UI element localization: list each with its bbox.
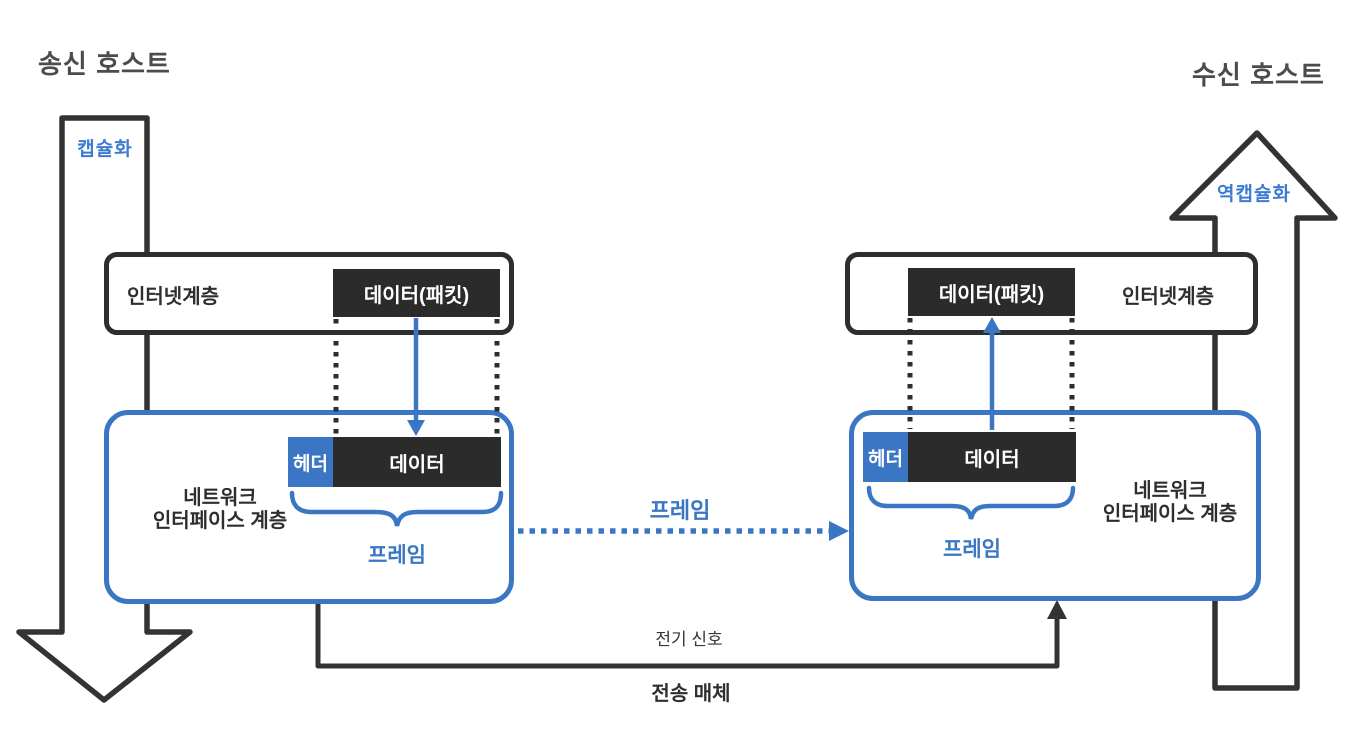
receiver-internet-layer-label: 인터넷계층	[1122, 286, 1214, 308]
sender-packet-box: 데이터(패킷)	[333, 269, 500, 317]
decapsulation-label: 역캡슐화	[1217, 184, 1291, 205]
frame-flow-label: 프레임	[649, 498, 711, 523]
electric-signal-label: 전기 신호	[655, 630, 723, 649]
frame-flow-arrowhead-icon	[829, 521, 849, 541]
sender-frame-header-box: 헤더	[288, 437, 333, 487]
encapsulation-down-arrow	[16, 115, 193, 703]
sender-internet-layer-label: 인터넷계층	[127, 286, 219, 308]
sender-frame-label: 프레임	[368, 544, 426, 567]
receiver-frame-data-box: 데이터	[908, 432, 1076, 482]
receiver-network-interface-label: 네트워크 인터페이스 계층	[1102, 480, 1238, 525]
transmission-medium-label: 전송 매체	[651, 683, 731, 705]
receiver-frame-label: 프레임	[943, 538, 1001, 561]
sender-frame-data-box: 데이터	[333, 437, 501, 487]
receiver-packet-box: 데이터(패킷)	[908, 268, 1075, 316]
encapsulation-label: 캡슐화	[77, 139, 133, 160]
sender-host-title: 송신 호스트	[38, 49, 171, 79]
transmission-arrowhead-icon	[1047, 600, 1067, 619]
receiver-host-title: 수신 호스트	[1192, 60, 1325, 90]
sender-network-interface-label: 네트워크 인터페이스 계층	[152, 487, 288, 532]
receiver-frame-header-box: 헤더	[863, 432, 908, 482]
